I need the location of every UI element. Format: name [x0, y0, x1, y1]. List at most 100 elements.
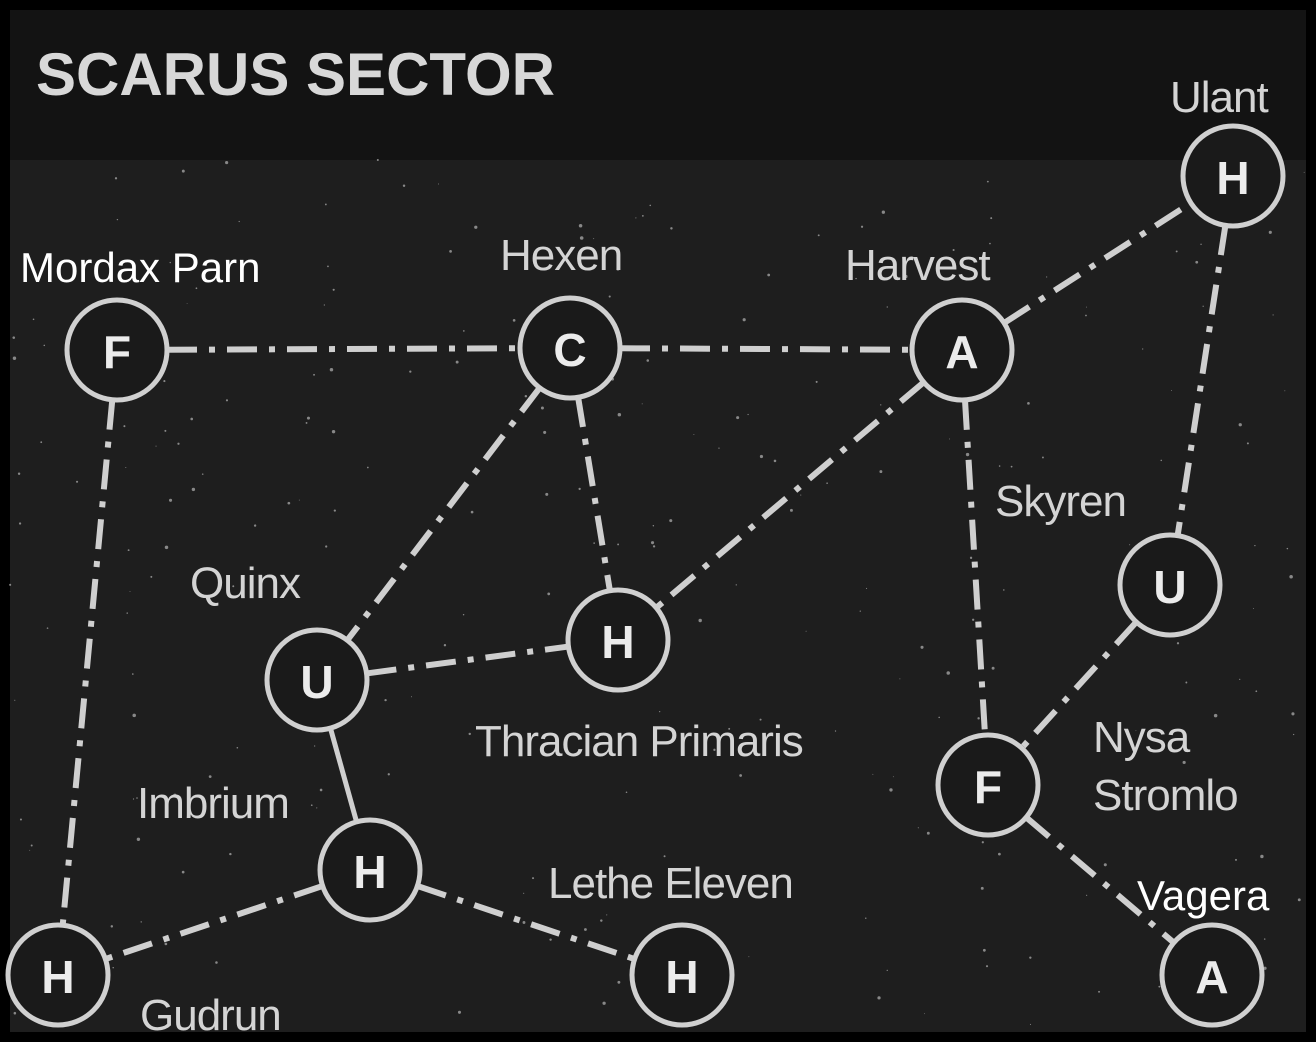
- node-gudrun[interactable]: H: [5, 922, 111, 1028]
- route-skyren-nysa: [1019, 619, 1139, 751]
- star: [13, 1011, 17, 1015]
- star: [32, 318, 35, 321]
- node-letter: H: [41, 951, 74, 1003]
- star: [1003, 589, 1005, 591]
- star: [123, 425, 126, 428]
- star: [949, 438, 950, 440]
- node-letter: A: [1195, 951, 1228, 1003]
- node-circle: [1159, 922, 1265, 1028]
- label-harvest: Harvest: [845, 241, 990, 290]
- node-circle: [1117, 532, 1223, 638]
- star: [305, 421, 308, 424]
- star: [649, 204, 652, 207]
- star: [817, 234, 820, 237]
- star: [331, 429, 336, 434]
- star: [1046, 276, 1048, 278]
- star: [512, 319, 516, 322]
- header-band: [10, 10, 1306, 160]
- system-nodes: F C A H U U H H F H H A: [5, 123, 1286, 1028]
- node-circle: [1180, 123, 1286, 229]
- star: [287, 501, 291, 505]
- star: [1027, 402, 1030, 405]
- map-background: [10, 10, 1306, 1032]
- star: [759, 454, 764, 459]
- star: [641, 214, 644, 217]
- star: [1103, 863, 1107, 867]
- star: [748, 956, 750, 958]
- star: [462, 613, 465, 616]
- node-letter: H: [353, 846, 386, 898]
- star: [1253, 608, 1254, 610]
- node-letter: H: [665, 951, 698, 1003]
- star: [112, 966, 114, 969]
- star: [319, 788, 323, 792]
- star: [617, 980, 621, 984]
- route-harvest-ulant: [1002, 200, 1193, 326]
- node-mordax[interactable]: F: [64, 297, 170, 403]
- star: [1268, 230, 1272, 234]
- node-ulant[interactable]: H: [1180, 123, 1286, 229]
- star: [969, 556, 973, 559]
- star: [402, 184, 406, 187]
- star: [713, 748, 716, 751]
- star: [625, 791, 628, 794]
- star: [329, 367, 334, 372]
- star: [693, 434, 695, 436]
- star: [164, 545, 169, 550]
- star: [136, 797, 138, 799]
- star: [579, 236, 584, 240]
- star: [669, 519, 673, 523]
- star: [136, 837, 141, 841]
- star: [114, 177, 118, 180]
- star: [608, 295, 611, 298]
- star: [327, 265, 329, 268]
- star: [990, 217, 993, 220]
- star: [195, 287, 198, 290]
- node-vagera[interactable]: A: [1159, 922, 1265, 1028]
- star: [892, 776, 894, 778]
- star: [43, 344, 46, 347]
- star: [917, 827, 919, 829]
- node-quinx[interactable]: U: [264, 627, 370, 733]
- star: [826, 482, 828, 484]
- star: [617, 543, 620, 546]
- star: [924, 1013, 926, 1015]
- node-nysa[interactable]: F: [935, 732, 1041, 838]
- node-lethe[interactable]: H: [629, 922, 735, 1028]
- star: [652, 525, 655, 527]
- star: [462, 330, 465, 332]
- star: [333, 509, 336, 512]
- map-title: SCARUS SECTOR: [36, 41, 555, 108]
- star: [191, 487, 196, 492]
- star: [366, 466, 369, 469]
- star: [593, 238, 595, 240]
- star: [865, 917, 867, 919]
- star: [1175, 250, 1178, 253]
- node-imbrium[interactable]: H: [317, 817, 423, 923]
- star: [1286, 547, 1289, 550]
- star: [155, 445, 157, 447]
- star: [1158, 985, 1161, 988]
- star: [1185, 681, 1188, 684]
- star: [617, 412, 622, 417]
- label-vagera: Vagera: [1137, 872, 1270, 919]
- node-skyren[interactable]: U: [1117, 532, 1223, 638]
- star: [1289, 574, 1293, 579]
- node-thracian[interactable]: H: [565, 587, 671, 693]
- route-harvest-nysa: [961, 399, 989, 736]
- star: [759, 718, 762, 721]
- star: [164, 942, 168, 946]
- node-letter: F: [974, 761, 1002, 813]
- star: [872, 773, 874, 775]
- star: [177, 442, 180, 445]
- star: [201, 473, 204, 475]
- star: [186, 303, 188, 304]
- star: [523, 892, 525, 894]
- node-harvest[interactable]: A: [909, 297, 1015, 403]
- star: [965, 452, 970, 457]
- star: [1255, 690, 1258, 693]
- node-hexen[interactable]: C: [517, 295, 623, 401]
- star: [1263, 966, 1267, 970]
- star: [150, 575, 153, 578]
- star: [168, 498, 173, 502]
